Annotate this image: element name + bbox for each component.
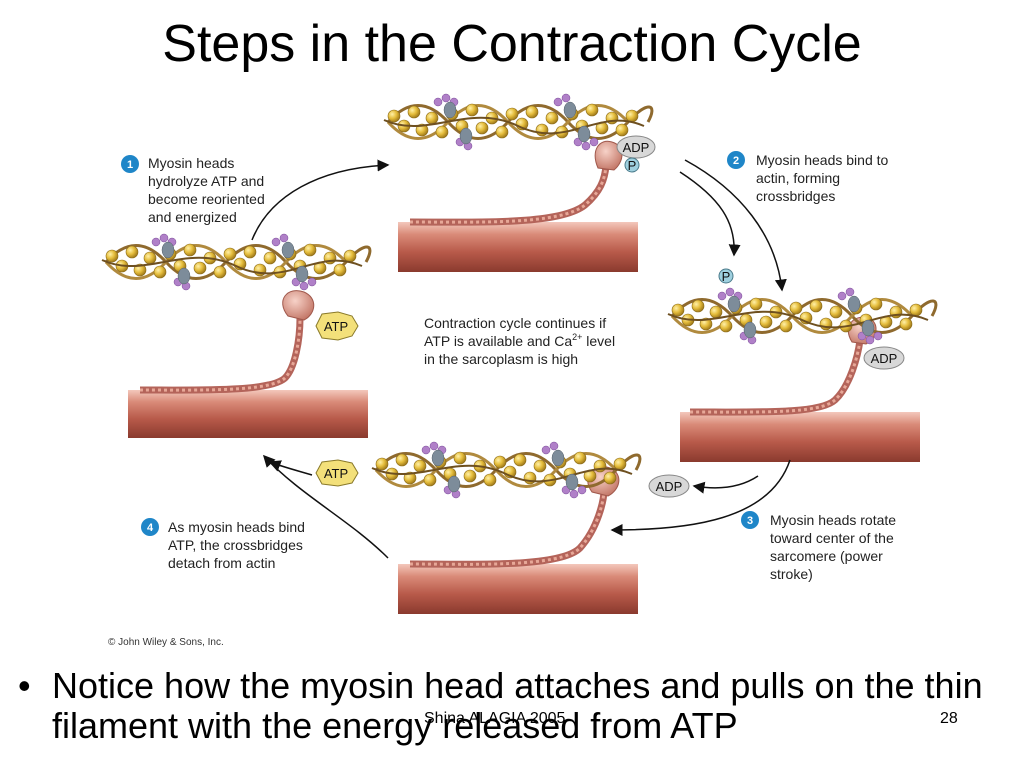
step-text-line: Myosin heads — [148, 155, 234, 171]
phosphate-label: P — [628, 158, 637, 173]
thick-filament — [128, 390, 368, 438]
footer-author: Shina ALAGIA 2005 — [424, 710, 566, 727]
center-note-line: Contraction cycle continues if — [424, 315, 606, 331]
adp-label: ADP — [656, 479, 683, 494]
arrow-step1-to-top — [251, 159, 390, 241]
arrow-release-adp — [692, 475, 759, 494]
step-number-badge — [727, 151, 745, 169]
phosphate-icon — [624, 157, 640, 173]
phosphate-icon — [718, 268, 734, 284]
arrow-top-to-right — [684, 159, 787, 292]
myosin-head — [594, 140, 623, 171]
panel-left: ATP — [100, 232, 372, 438]
center-note-text: level — [582, 333, 615, 349]
phosphate-label: P — [722, 269, 731, 284]
panel-right: ADP P — [666, 268, 938, 462]
adp-tag — [616, 135, 656, 159]
myosin-neck — [409, 164, 610, 226]
step-1: 1 Myosin heads hydrolyze ATP and become … — [121, 155, 265, 225]
slide-title: Steps in the Contraction Cycle — [162, 15, 862, 73]
center-note-text: ATP is available and Ca — [424, 333, 572, 349]
step-text-line: and energized — [148, 209, 237, 225]
bullet-text: Notice how the myosin head attaches and … — [52, 665, 983, 746]
myosin-neck — [689, 339, 864, 416]
step-number-badge — [741, 511, 759, 529]
myosin-neck — [409, 489, 608, 568]
adp-tag — [648, 474, 690, 498]
step-text-line: ATP, the crossbridges — [168, 537, 303, 553]
adp-label: ADP — [871, 351, 898, 366]
atp-label: ATP — [324, 319, 348, 334]
step-text-line: toward center of the — [770, 530, 894, 546]
thin-filament — [100, 232, 372, 292]
center-note-line: ATP is available and Ca2+ level — [424, 332, 615, 349]
step-number: 1 — [127, 159, 133, 171]
step-number-badge — [141, 518, 159, 536]
slide-number: 28 — [940, 710, 958, 727]
adp-label: ADP — [623, 140, 650, 155]
thick-filament — [398, 222, 638, 272]
step-2: 2 Myosin heads bind to actin, forming cr… — [727, 151, 889, 204]
step-4: 4 As myosin heads bind ATP, the crossbri… — [141, 518, 305, 571]
arrow-release-phosphate — [679, 171, 741, 257]
copyright-notice: © John Wiley & Sons, Inc. — [108, 637, 224, 648]
arrow-atp-in — [268, 460, 313, 476]
step-number: 4 — [147, 522, 154, 534]
step-text-line: become reoriented — [148, 191, 265, 207]
step-text-line: As myosin heads bind — [168, 519, 305, 535]
bullet-marker: • — [18, 665, 31, 706]
step-number: 3 — [747, 515, 753, 527]
thick-filament — [398, 564, 638, 614]
adp-tag — [863, 346, 905, 370]
thick-filament — [680, 412, 920, 462]
arrow-right-to-bottom — [610, 459, 791, 536]
step-text-line: Myosin heads rotate — [770, 512, 896, 528]
panel-top: ADP P — [382, 92, 656, 272]
step-text-line: stroke) — [770, 566, 813, 582]
step-text-line: crossbridges — [756, 188, 835, 204]
step-3: 3 Myosin heads rotate toward center of t… — [741, 511, 896, 582]
myosin-head — [282, 290, 315, 321]
step-text-line: actin, forming — [756, 170, 840, 186]
step-text-line: detach from actin — [168, 555, 275, 571]
myosin-neck — [139, 317, 304, 394]
atp-tag — [315, 311, 359, 341]
step-text-line: Myosin heads bind to — [756, 152, 889, 168]
step-text-line: hydrolyze ATP and — [148, 173, 264, 189]
calcium-superscript: 2+ — [572, 332, 582, 342]
thin-filament — [666, 286, 938, 346]
atp-label: ATP — [324, 466, 348, 481]
atp-tag — [315, 459, 359, 487]
center-note: Contraction cycle continues if ATP is av… — [424, 315, 615, 367]
step-text-line: sarcomere (power — [770, 548, 883, 564]
step-number: 2 — [733, 155, 739, 167]
panel-bottom: ATP ADP — [315, 440, 690, 614]
center-note-line: in the sarcoplasm is high — [424, 351, 578, 367]
step-number-badge — [121, 155, 139, 173]
